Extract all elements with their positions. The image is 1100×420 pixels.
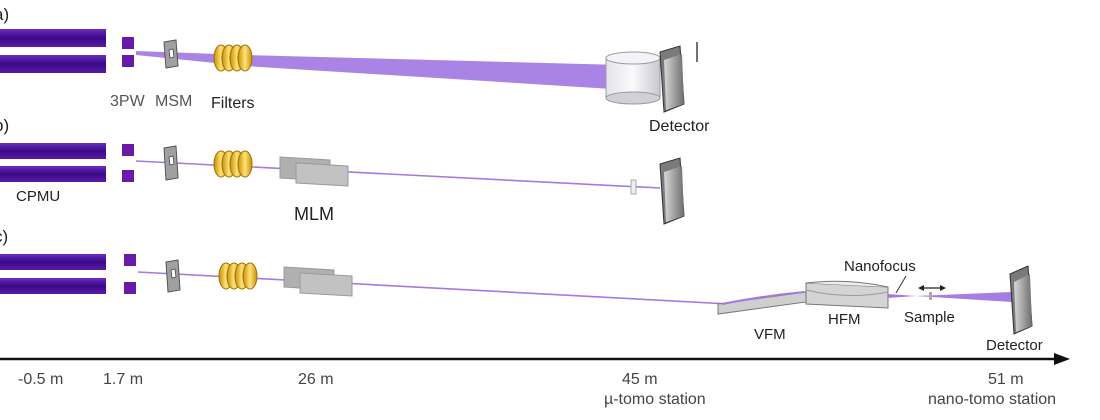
label-vfm: VFM bbox=[754, 326, 786, 343]
panel-c: c) bbox=[0, 227, 1043, 354]
nanofocus-pointer bbox=[895, 275, 907, 294]
panel-b-letter: b) bbox=[0, 116, 9, 135]
label-msm: MSM bbox=[155, 93, 192, 110]
sample-b bbox=[630, 179, 637, 195]
detector-b bbox=[659, 157, 685, 225]
panel-a: a) bbox=[0, 5, 710, 135]
hfm-mirror bbox=[805, 280, 889, 309]
label-3pw: 3PW bbox=[110, 93, 146, 110]
beam-a bbox=[136, 51, 660, 92]
station-micro-tomo: µ-tomo station bbox=[604, 391, 706, 408]
mlm-c bbox=[283, 266, 353, 297]
label-detector-c: Detector bbox=[986, 337, 1043, 354]
scan-arrow bbox=[918, 285, 946, 291]
undulator-a bbox=[0, 29, 106, 73]
undulator-c bbox=[0, 254, 106, 294]
panel-a-letter: a) bbox=[0, 5, 9, 24]
vfm-mirror bbox=[717, 291, 807, 315]
tick-26m: 26 m bbox=[298, 371, 334, 388]
beam-c-diverging bbox=[916, 292, 1012, 302]
sample-c bbox=[929, 292, 932, 300]
station-nano-tomo: nano-tomo station bbox=[928, 391, 1056, 408]
label-hfm: HFM bbox=[828, 311, 861, 328]
label-filters: Filters bbox=[211, 95, 255, 112]
msm-b bbox=[163, 145, 179, 181]
three-pole-wiggler-c bbox=[124, 254, 136, 294]
three-pole-wiggler-a bbox=[122, 37, 134, 67]
distance-axis: -0.5 m 1.7 m 26 m 45 m µ-tomo station 51… bbox=[0, 353, 1070, 408]
mlm-b bbox=[279, 156, 349, 187]
undulator-b bbox=[0, 143, 106, 182]
msm-c bbox=[165, 259, 181, 293]
beam-c-focus bbox=[888, 294, 916, 298]
detector-c bbox=[1009, 265, 1033, 335]
msm-a bbox=[163, 39, 179, 69]
label-sample: Sample bbox=[904, 309, 955, 326]
filters-c bbox=[218, 262, 258, 290]
tick-51m: 51 m bbox=[988, 371, 1024, 388]
label-nanofocus: Nanofocus bbox=[844, 258, 916, 275]
panel-c-letter: c) bbox=[0, 227, 8, 246]
filters-a bbox=[213, 44, 253, 72]
tick-minus-0-5m: -0.5 m bbox=[18, 371, 63, 388]
detector-a bbox=[659, 42, 698, 114]
label-cpmu: CPMU bbox=[16, 188, 60, 205]
label-detector-a: Detector bbox=[649, 118, 710, 135]
label-mlm: MLM bbox=[294, 204, 334, 224]
three-pole-wiggler-b bbox=[122, 144, 134, 182]
filters-b bbox=[213, 150, 253, 178]
panel-b: b) C bbox=[0, 116, 685, 225]
tick-1-7m: 1.7 m bbox=[103, 371, 143, 388]
sample-cylinder-a bbox=[605, 51, 661, 105]
tick-45m: 45 m bbox=[622, 371, 658, 388]
